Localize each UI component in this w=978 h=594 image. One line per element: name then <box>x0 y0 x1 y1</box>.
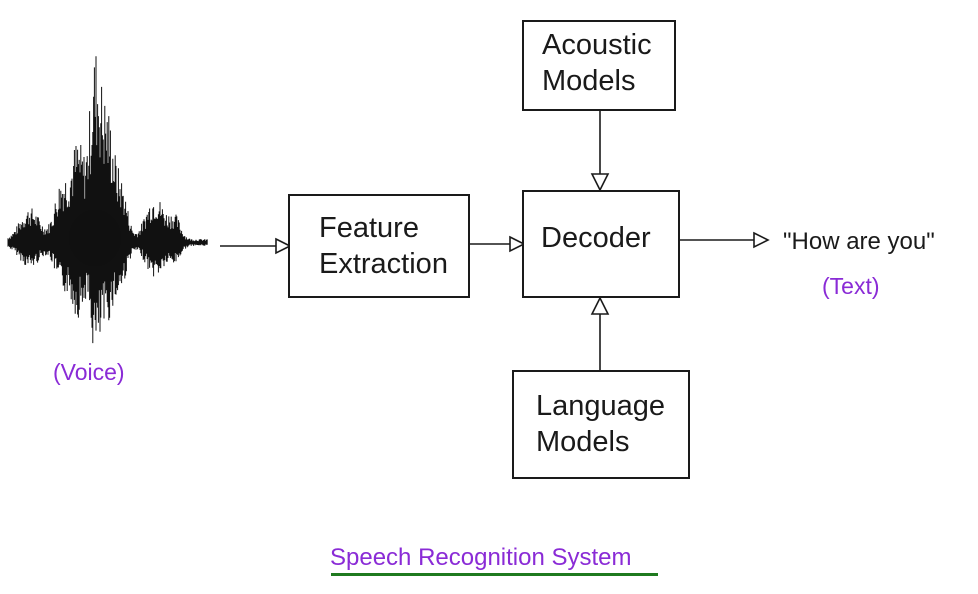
language-models-box: Language Models <box>512 370 690 479</box>
acoustic-models-box: Acoustic Models <box>522 20 676 111</box>
output-type-label: (Text) <box>822 273 880 299</box>
arrow-voice-to-feature <box>220 237 292 255</box>
language-models-label: Language Models <box>536 390 666 458</box>
decoder-label: Decoder <box>541 222 651 254</box>
waveform-trace <box>7 56 208 344</box>
acoustic-models-label: Acoustic Models <box>542 29 652 97</box>
feature-extraction-label: Feature Extraction <box>319 212 448 280</box>
output-text: "How are you" <box>783 228 935 255</box>
decoder-box: Decoder <box>522 190 680 298</box>
feature-extraction-box: Feature Extraction <box>288 194 470 298</box>
arrow-language-to-decoder <box>590 296 610 370</box>
voice-label: (Voice) <box>53 359 125 385</box>
arrow-acoustic-to-decoder <box>590 111 610 192</box>
arrow-decoder-to-output <box>680 231 770 249</box>
diagram-title: Speech Recognition System <box>330 544 632 571</box>
voice-waveform <box>7 56 208 344</box>
arrow-feature-to-decoder <box>470 235 526 253</box>
title-underline <box>331 573 658 576</box>
waveform-core <box>69 210 121 266</box>
